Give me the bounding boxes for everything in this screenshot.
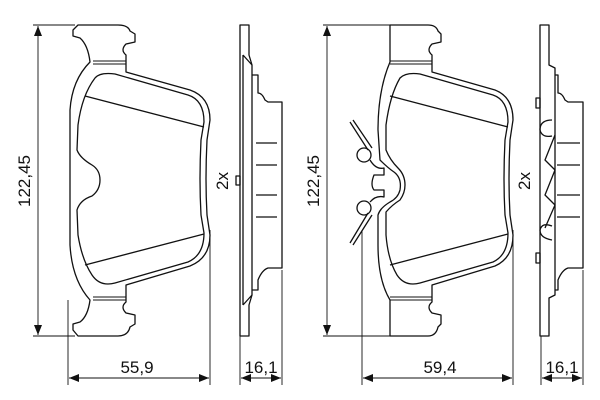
right-height-label: 122,45: [304, 155, 323, 207]
left-pad-wear-line-top: [84, 95, 205, 128]
left-dimensions: 122,45 55,9 16,1 2x: [15, 24, 283, 385]
left-pad-wear-line-bottom: [84, 233, 205, 266]
left-quantity-label: 2x: [213, 172, 232, 190]
left-pad-side-view: [235, 24, 283, 337]
right-quantity-label: 2x: [515, 172, 534, 190]
left-thickness-label: 16,1: [244, 358, 277, 377]
right-pad-friction-outline: [385, 72, 509, 285]
right-thickness-label: 16,1: [545, 358, 578, 377]
right-dimensions: 122,45 59,4 16,1 2x: [304, 24, 584, 385]
right-pad-backing-plate: [377, 24, 514, 337]
spring-clip: [349, 119, 385, 246]
right-pad-front-view: [349, 24, 514, 337]
left-pad-backing-plate: [69, 24, 211, 337]
right-pad-side-view: [535, 24, 584, 337]
left-width-label: 55,9: [120, 358, 153, 377]
left-height-label: 122,45: [15, 155, 34, 207]
left-pad-friction-outline: [76, 72, 205, 285]
left-pad-front-view: [69, 24, 211, 337]
right-width-label: 59,4: [423, 358, 456, 377]
